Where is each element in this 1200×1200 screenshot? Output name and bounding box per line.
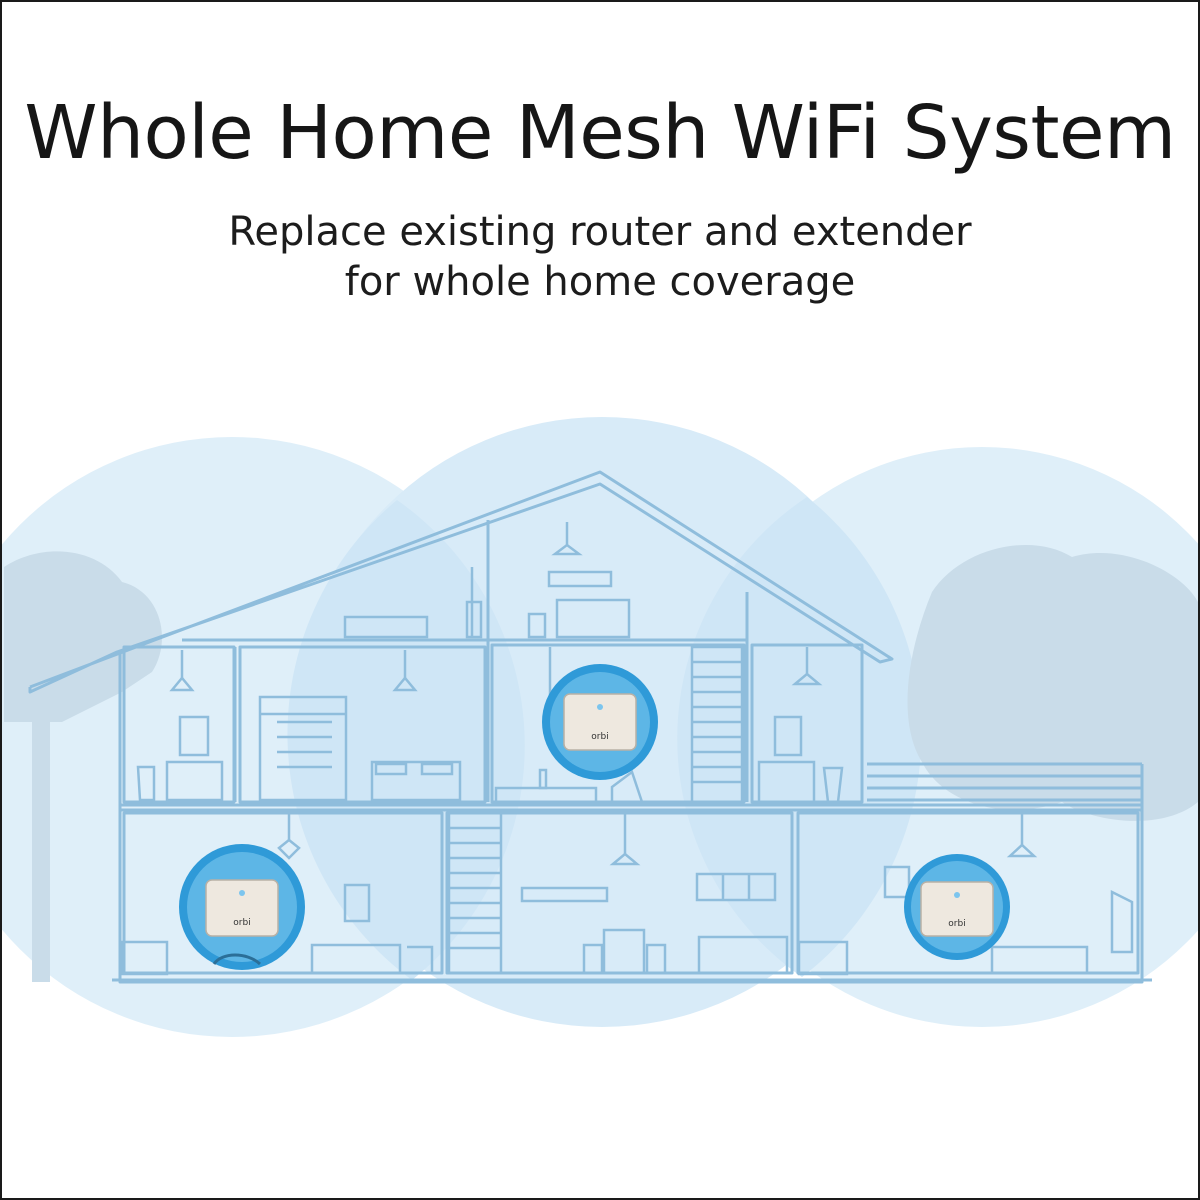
router-lower-right: orbi	[904, 854, 1010, 960]
furniture	[120, 522, 1134, 976]
subheadline-line-1: Replace existing router and extender	[228, 209, 972, 255]
router-upper-brand: orbi	[591, 732, 608, 742]
subheadline: Replace existing router and extender for…	[2, 207, 1198, 307]
tree-right	[907, 544, 1198, 821]
router-lower-left: orbi	[179, 844, 305, 970]
subheadline-line-2: for whole home coverage	[344, 259, 856, 305]
router-lower-left-brand: orbi	[233, 918, 250, 928]
router-lower-right-brand: orbi	[948, 919, 965, 929]
headline: Whole Home Mesh WiFi System	[24, 90, 1176, 176]
house-outline	[28, 470, 1152, 984]
router-upper: orbi	[542, 664, 658, 780]
staircase	[447, 645, 744, 975]
